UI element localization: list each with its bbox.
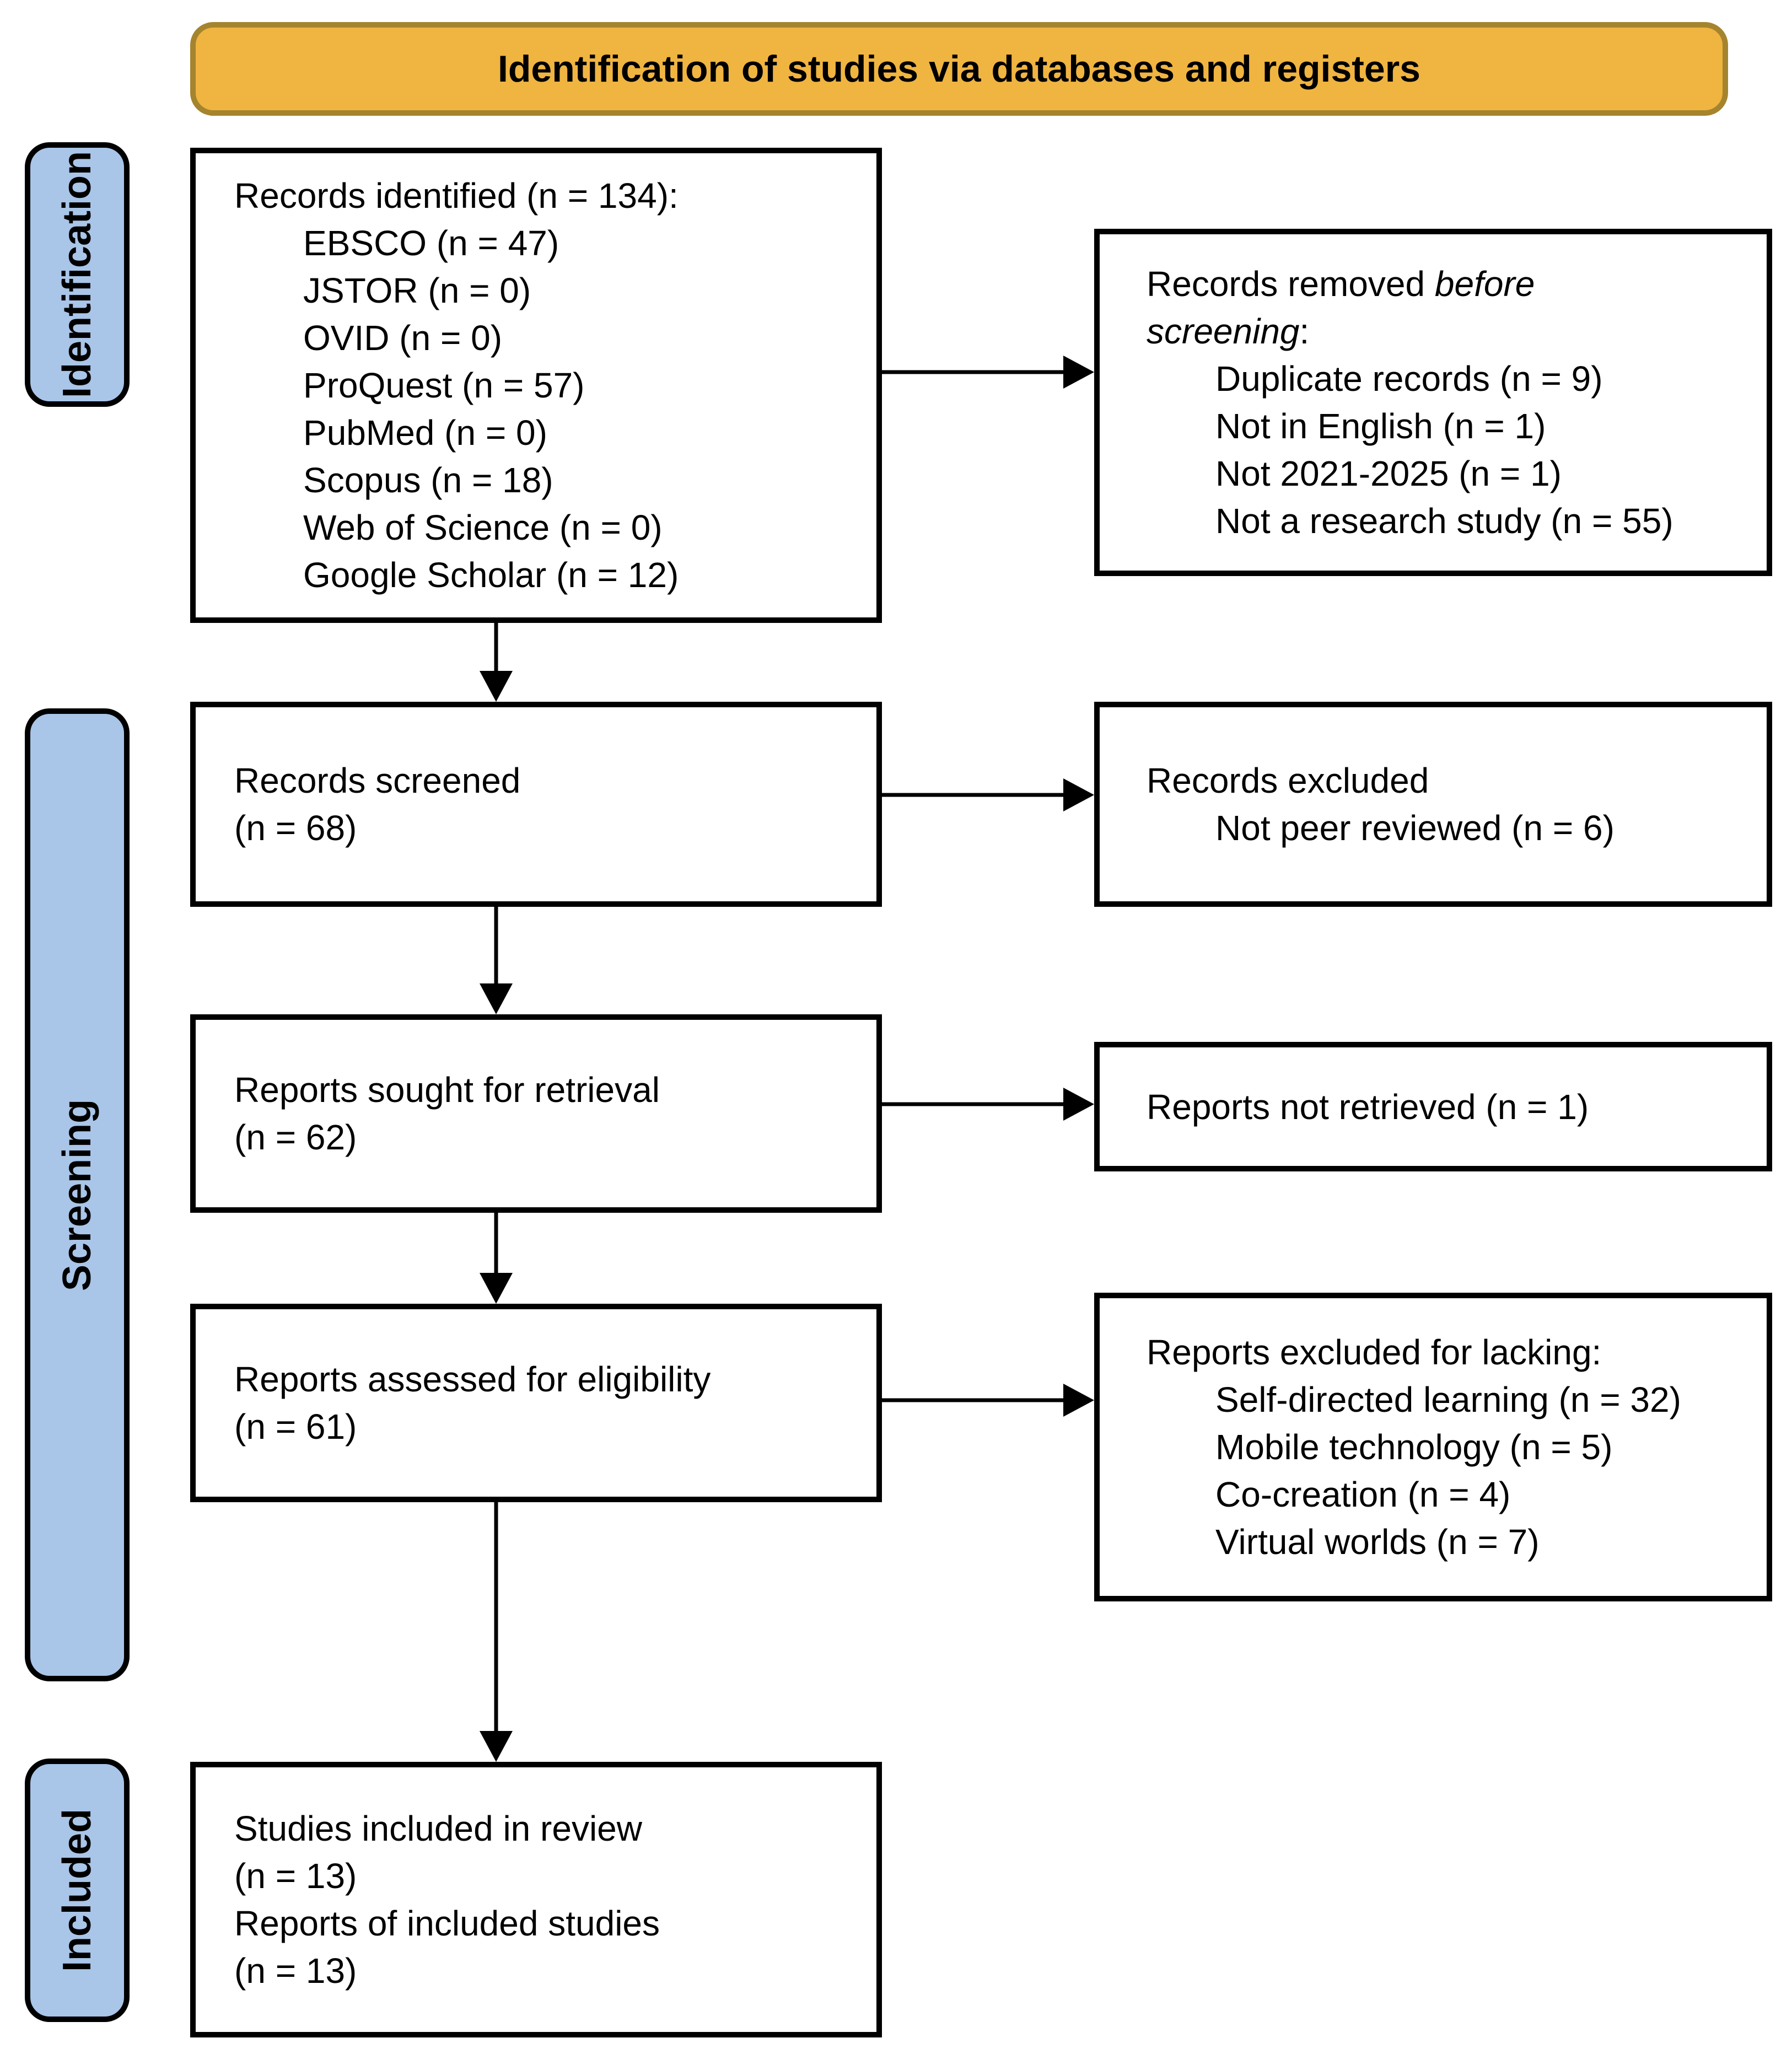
- records-identified-title: Records identified (n = 134):: [234, 176, 679, 216]
- records-identified-item-ovid: OVID (n = 0): [303, 318, 502, 358]
- arrow-screened-to-sought: [479, 907, 513, 1014]
- box-studies-included: Studies included in review (n = 13) Repo…: [190, 1762, 882, 2037]
- records-identified-item-pubmed: PubMed (n = 0): [303, 413, 547, 453]
- arrow-right-head: [1063, 1088, 1094, 1121]
- banner: Identification of studies via databases …: [190, 22, 1728, 116]
- box-records-screened: Records screened (n = 68): [190, 702, 882, 907]
- reports-sought-line1: Reports sought for retrieval: [234, 1070, 660, 1110]
- records-removed-item-duplicates: Duplicate records (n = 9): [1215, 359, 1603, 399]
- reports-assessed-count: (n = 61): [234, 1407, 357, 1447]
- arrow-sought-to-notretrieved: [882, 1087, 1094, 1121]
- arrow-down-head: [480, 1273, 513, 1304]
- box-reports-not-retrieved: Reports not retrieved (n = 1): [1094, 1042, 1772, 1171]
- arrow-shaft: [882, 1102, 1063, 1106]
- records-excluded-title: Records excluded: [1147, 761, 1429, 800]
- sidebar-stage-identification: Identification: [25, 142, 130, 407]
- arrow-down-head: [480, 1731, 513, 1762]
- arrow-shaft: [882, 370, 1063, 374]
- sidebar-stage-identification-label: Identification: [55, 151, 99, 398]
- arrow-shaft: [494, 1502, 498, 1731]
- records-removed-title-italic1: before: [1434, 264, 1535, 304]
- box-records-identified: Records identified (n = 134): EBSCO (n =…: [190, 148, 882, 623]
- arrow-down-head: [480, 671, 513, 702]
- arrow-assessed-to-excludedlacking: [882, 1383, 1094, 1417]
- studies-included-count1: (n = 13): [234, 1856, 357, 1896]
- arrow-screened-to-excluded: [882, 778, 1094, 812]
- records-removed-title-line2: screening:: [1147, 308, 1756, 355]
- reports-sought-count: (n = 62): [234, 1117, 357, 1157]
- reports-excluded-item-sdl: Self-directed learning (n = 32): [1215, 1380, 1681, 1419]
- banner-title: Identification of studies via databases …: [497, 48, 1421, 90]
- sidebar-stage-included-label: Included: [55, 1808, 100, 1972]
- records-identified-item-webofscience: Web of Science (n = 0): [303, 508, 663, 547]
- reports-excluded-lacking-title: Reports excluded for lacking:: [1147, 1332, 1602, 1372]
- arrow-identified-to-removed: [882, 355, 1094, 389]
- arrow-identified-to-screened: [479, 623, 513, 702]
- studies-included-count2: (n = 13): [234, 1951, 357, 1991]
- records-removed-title-italic2: screening: [1147, 311, 1300, 351]
- records-identified-item-proquest: ProQuest (n = 57): [303, 365, 585, 405]
- records-identified-item-scopus: Scopus (n = 18): [303, 460, 553, 500]
- records-excluded-item-notpeerreviewed: Not peer reviewed (n = 6): [1215, 808, 1615, 848]
- sidebar-stage-screening-label: Screening: [55, 1099, 99, 1291]
- arrow-assessed-to-included: [479, 1502, 513, 1762]
- records-identified-item-jstor: JSTOR (n = 0): [303, 271, 531, 310]
- reports-excluded-item-cocreation: Co-creation (n = 4): [1215, 1475, 1511, 1514]
- records-removed-title-line1: Records removed before: [1147, 260, 1756, 308]
- box-reports-excluded-lacking: Reports excluded for lacking: Self-direc…: [1094, 1293, 1772, 1601]
- records-removed-item-notresearch: Not a research study (n = 55): [1215, 501, 1673, 541]
- reports-not-retrieved-label: Reports not retrieved (n = 1): [1147, 1087, 1589, 1127]
- arrow-right-head: [1063, 1384, 1094, 1417]
- studies-included-line1: Studies included in review: [234, 1809, 642, 1848]
- arrow-shaft: [882, 1398, 1063, 1402]
- arrow-right-head: [1063, 356, 1094, 389]
- records-removed-item-notenglish: Not in English (n = 1): [1215, 406, 1546, 446]
- box-reports-sought: Reports sought for retrieval (n = 62): [190, 1014, 882, 1213]
- records-removed-title-colon: :: [1299, 311, 1310, 351]
- records-identified-item-googlescholar: Google Scholar (n = 12): [303, 555, 679, 595]
- reports-excluded-item-mobile: Mobile technology (n = 5): [1215, 1427, 1613, 1467]
- records-screened-line1: Records screened: [234, 761, 521, 800]
- studies-included-line2: Reports of included studies: [234, 1904, 660, 1943]
- sidebar-stage-screening: Screening: [25, 708, 130, 1681]
- sidebar-stage-included: Included: [25, 1759, 130, 2022]
- records-removed-title-regular: Records removed: [1147, 264, 1435, 304]
- reports-assessed-line1: Reports assessed for eligibility: [234, 1359, 711, 1399]
- arrow-shaft: [494, 907, 498, 983]
- arrow-sought-to-assessed: [479, 1213, 513, 1304]
- box-records-removed: Records removed before screening: Duplic…: [1094, 229, 1772, 576]
- arrow-down-head: [480, 983, 513, 1014]
- arrow-shaft: [494, 623, 498, 671]
- records-removed-item-notdates: Not 2021-2025 (n = 1): [1215, 454, 1562, 493]
- arrow-shaft: [494, 1213, 498, 1273]
- box-records-excluded: Records excluded Not peer reviewed (n = …: [1094, 702, 1772, 907]
- records-screened-count: (n = 68): [234, 808, 357, 848]
- box-reports-assessed: Reports assessed for eligibility (n = 61…: [190, 1304, 882, 1502]
- arrow-right-head: [1063, 778, 1094, 811]
- records-identified-item-ebsco: EBSCO (n = 47): [303, 223, 559, 263]
- arrow-shaft: [882, 793, 1063, 797]
- reports-excluded-item-virtualworlds: Virtual worlds (n = 7): [1215, 1522, 1540, 1562]
